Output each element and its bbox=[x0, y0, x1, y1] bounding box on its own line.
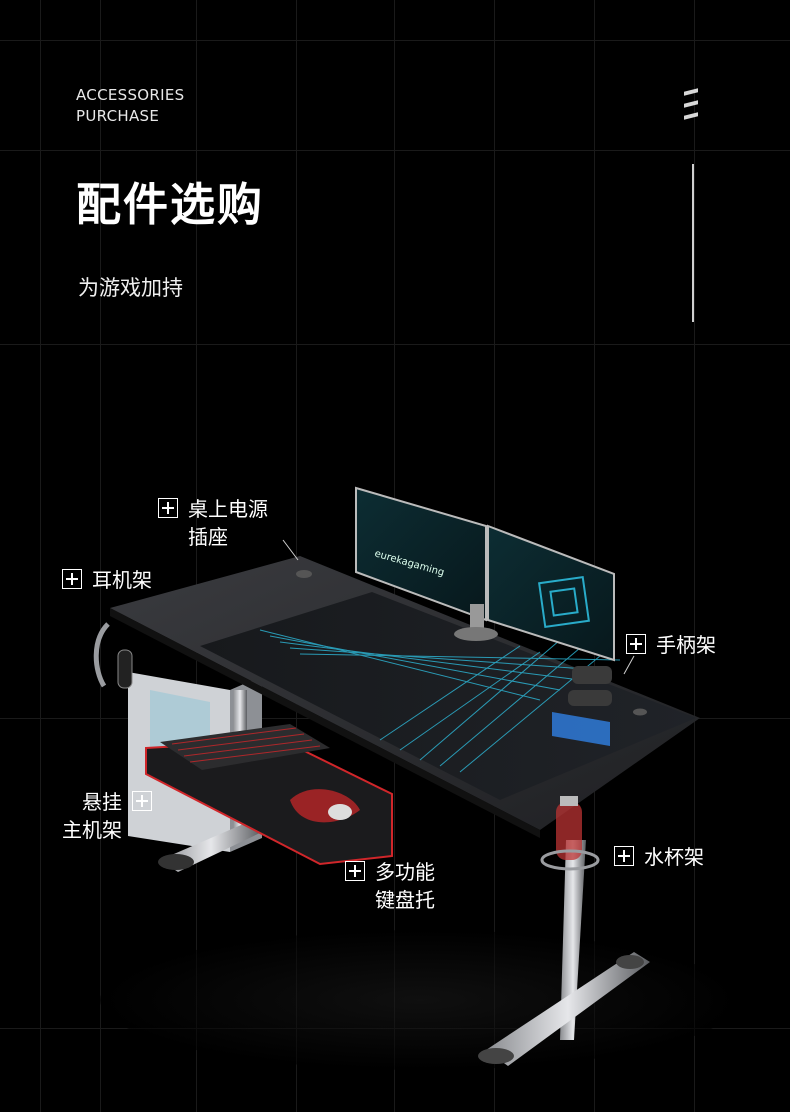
eyebrow-line-1: ACCESSORIES bbox=[76, 86, 185, 104]
cup-holder bbox=[540, 796, 600, 871]
page-subtitle: 为游戏加持 bbox=[78, 276, 183, 300]
controller-holder-label: 手柄架 bbox=[656, 633, 716, 657]
headphone-hook bbox=[93, 622, 133, 689]
cup-holder-label: 水杯架 bbox=[644, 845, 704, 869]
vertical-divider bbox=[692, 164, 694, 322]
desk-right-leg bbox=[478, 840, 650, 1066]
pc-holder-label-1: 悬挂 bbox=[82, 790, 122, 814]
keyboard-tray-label-2: 键盘托 bbox=[375, 888, 435, 912]
eyebrow-line-2: PURCHASE bbox=[76, 107, 160, 125]
page-title: 配件选购 bbox=[76, 178, 265, 231]
desk-top bbox=[110, 556, 700, 838]
plus-icon[interactable] bbox=[158, 498, 178, 518]
section-eyebrow: ACCESSORIES PURCHASE bbox=[76, 85, 184, 127]
controller-holder bbox=[552, 666, 612, 746]
power-socket-label-2: 插座 bbox=[188, 525, 228, 549]
pointer-line-controller bbox=[623, 655, 635, 675]
pointer-line-power-socket bbox=[282, 539, 299, 561]
plus-icon[interactable] bbox=[626, 634, 646, 654]
keyboard-tray bbox=[145, 724, 393, 866]
accessory-cup-holder[interactable]: 水杯架 bbox=[614, 843, 704, 871]
plus-icon[interactable] bbox=[345, 861, 365, 881]
plus-icon[interactable] bbox=[614, 846, 634, 866]
accessory-keyboard-tray[interactable]: 多功能 键盘托 bbox=[345, 858, 435, 914]
accessory-power-socket[interactable]: 桌上电源 插座 bbox=[158, 495, 268, 551]
accessory-pc-holder[interactable]: 悬挂 主机架 bbox=[62, 788, 152, 844]
power-socket-label-1: 桌上电源 bbox=[188, 497, 268, 521]
keyboard-tray-label-1: 多功能 bbox=[375, 860, 435, 884]
accessory-headphone-hook[interactable]: 耳机架 bbox=[62, 566, 152, 594]
plus-icon[interactable] bbox=[62, 569, 82, 589]
plus-icon[interactable] bbox=[132, 791, 152, 811]
headphone-hook-label: 耳机架 bbox=[92, 568, 152, 592]
pc-holder-label-2: 主机架 bbox=[62, 818, 122, 842]
accessory-controller-holder[interactable]: 手柄架 bbox=[626, 631, 716, 659]
dual-monitors: eurekagaming bbox=[355, 486, 615, 662]
